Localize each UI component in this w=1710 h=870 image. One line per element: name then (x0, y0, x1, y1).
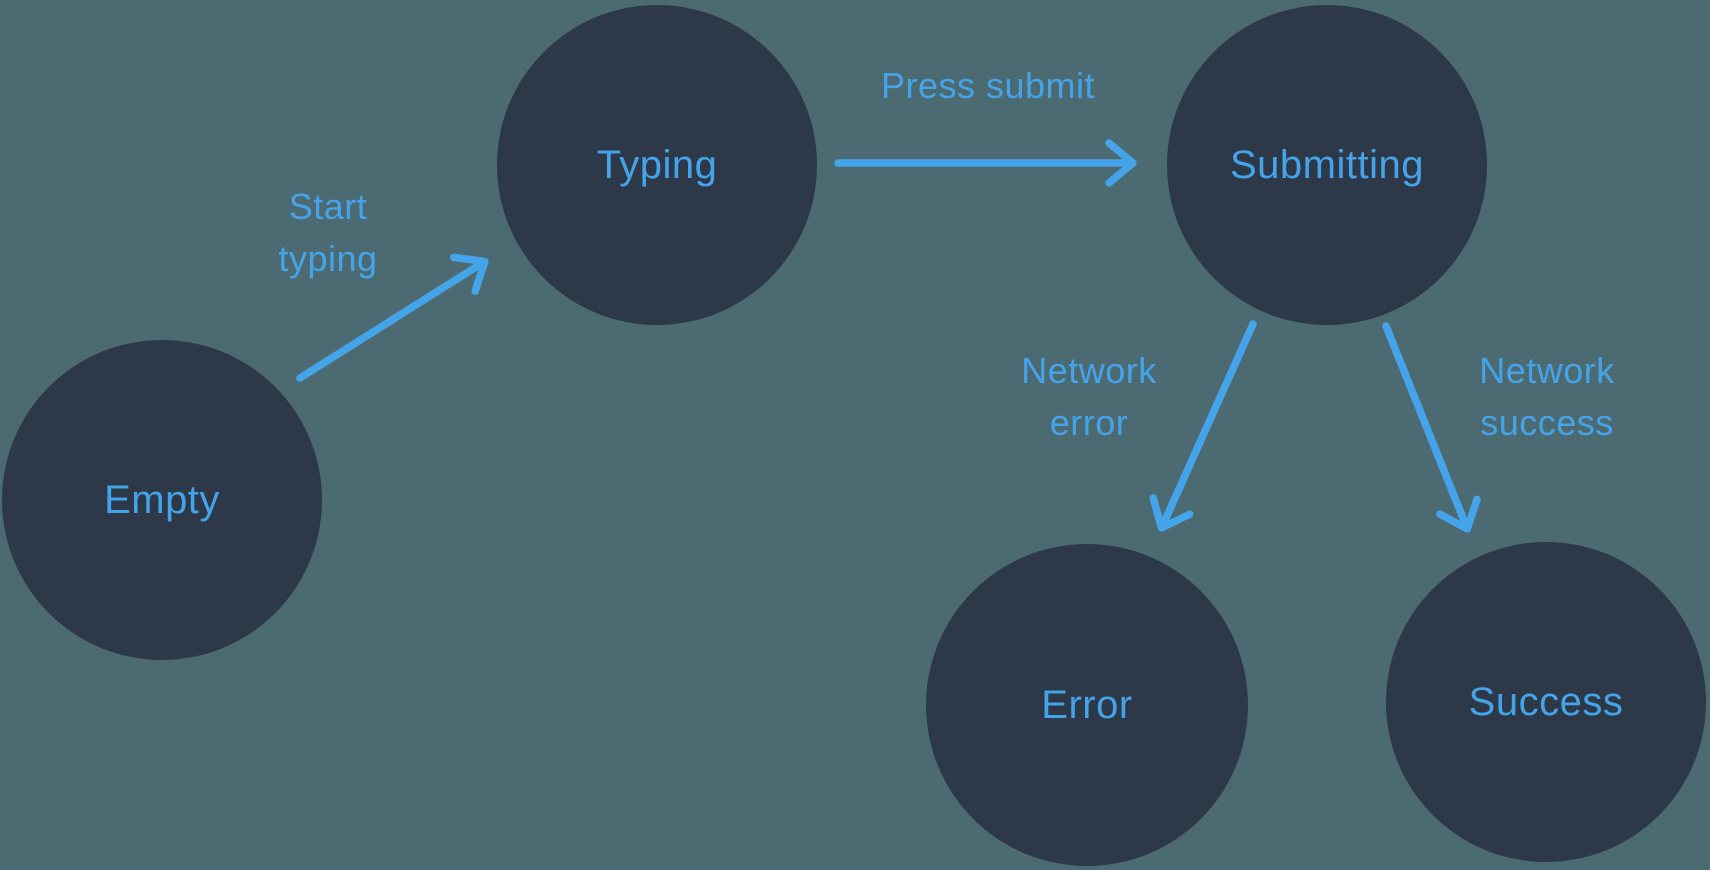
state-node-empty: Empty (2, 340, 322, 660)
state-node-success: Success (1386, 542, 1706, 862)
state-node-error: Error (926, 544, 1248, 866)
state-label-success: Success (1468, 679, 1624, 724)
state-node-typing: Typing (497, 5, 817, 325)
state-label-typing: Typing (596, 142, 718, 187)
edge-arrow-submitting-to-error (1149, 320, 1257, 532)
edge-label-network-error: Network error (1021, 350, 1157, 443)
edge-label-network-success: Network success (1479, 350, 1615, 443)
state-label-error: Error (1041, 682, 1133, 727)
edge-label-press-submit: Press submit (880, 65, 1096, 106)
state-node-submitting: Submitting (1167, 5, 1487, 325)
edge-label-start-typing: Start typing (278, 186, 378, 279)
state-label-submitting: Submitting (1230, 142, 1424, 187)
state-label-empty: Empty (104, 477, 220, 522)
